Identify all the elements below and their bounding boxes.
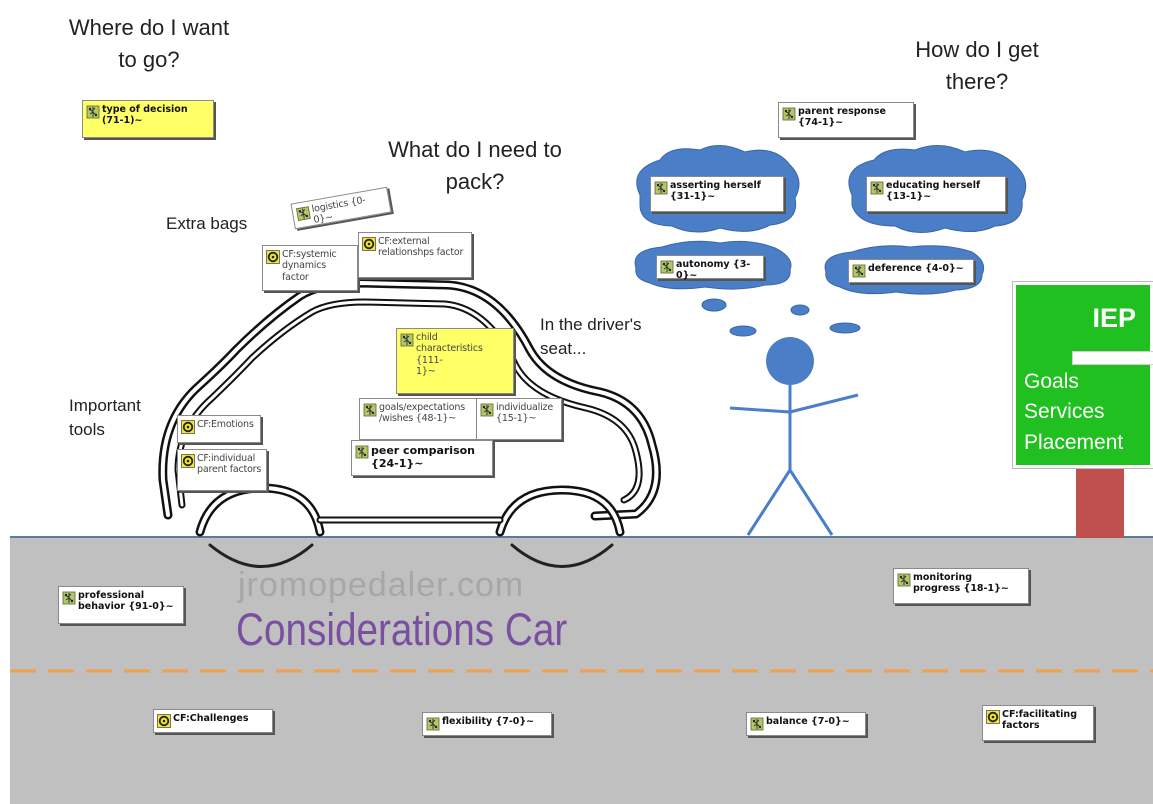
- question-how: How do I get there?: [915, 37, 1039, 94]
- code-goals-expectations[interactable]: goals/expectations /wishes {48-1}~: [359, 398, 477, 440]
- sign-bar: [1072, 351, 1153, 365]
- code-cf-challenges[interactable]: CF:Challenges: [153, 709, 273, 733]
- code-cf-emotions[interactable]: CF:Emotions: [177, 415, 261, 443]
- code-icon: [355, 445, 369, 459]
- label-drivers-seat: In the driver's seat...: [540, 315, 642, 358]
- code-cf-individual-parent[interactable]: CF:individual parent factors: [177, 449, 267, 491]
- family-icon: [266, 250, 280, 264]
- code-monitoring-progress[interactable]: monitoring progress {18-1}~: [893, 568, 1029, 604]
- code-professional-behavior[interactable]: professional behavior {91-0}~: [58, 586, 184, 624]
- code-balance[interactable]: balance {7-0}~: [746, 712, 866, 736]
- iep-sign: IEP Goals Services Placement: [1013, 282, 1153, 468]
- code-flexibility[interactable]: flexibility {7-0}~: [422, 712, 552, 736]
- family-icon: [157, 714, 171, 728]
- code-cf-external[interactable]: CF:external relationshps factor: [358, 232, 472, 278]
- code-child-characteristics[interactable]: child characteristics {111- 1}~: [396, 328, 514, 394]
- code-icon: [654, 181, 668, 195]
- code-type-of-decision[interactable]: type of decision (71-1)~: [82, 100, 214, 138]
- family-icon: [181, 420, 195, 434]
- code-icon: [782, 107, 796, 121]
- code-educating-herself[interactable]: educating herself {13-1}~: [866, 176, 1006, 212]
- car-title: Considerations Car: [236, 604, 568, 655]
- code-icon: [426, 717, 440, 731]
- label-important-tools: Important tools: [69, 396, 141, 439]
- watermark: jromopedaler.com: [238, 566, 525, 604]
- family-icon: [362, 237, 376, 251]
- code-icon: [295, 206, 311, 222]
- code-icon: [480, 403, 494, 417]
- code-deference[interactable]: deference {4-0}~: [848, 259, 974, 283]
- code-individualize[interactable]: individualize {15-1}~: [476, 398, 562, 440]
- code-icon: [62, 591, 76, 605]
- code-icon: [897, 573, 911, 587]
- code-icon: [852, 264, 866, 278]
- sign-title: IEP: [1092, 303, 1136, 333]
- sign-post: [1076, 468, 1124, 538]
- label-extra-bags: Extra bags: [166, 214, 248, 233]
- question-pack: What do I need to pack?: [388, 137, 562, 194]
- sign-item-goals: Goals: [1024, 370, 1079, 393]
- code-icon: [400, 333, 414, 347]
- code-icon: [86, 105, 100, 119]
- code-icon: [660, 260, 674, 274]
- code-cf-facilitating[interactable]: CF:facilitating factors: [982, 705, 1094, 741]
- code-parent-response[interactable]: parent response {74-1}~: [778, 102, 914, 138]
- code-asserting-herself[interactable]: asserting herself {31-1}~: [650, 176, 784, 212]
- family-icon: [181, 454, 195, 468]
- family-icon: [986, 710, 1000, 724]
- code-icon: [363, 403, 377, 417]
- code-cf-systemic[interactable]: CF:systemic dynamics factor: [262, 245, 358, 291]
- question-where: Where do I want to go?: [68, 15, 230, 72]
- sign-item-placement: Placement: [1024, 430, 1124, 454]
- sign-items: Goals Services Placement: [1024, 367, 1123, 458]
- code-icon: [750, 717, 764, 731]
- sign-item-services: Services: [1024, 400, 1105, 424]
- code-icon: [870, 181, 884, 195]
- code-peer-comparison[interactable]: peer comparison {24-1}~: [351, 440, 493, 476]
- code-autonomy[interactable]: autonomy {3-0}~: [656, 255, 764, 281]
